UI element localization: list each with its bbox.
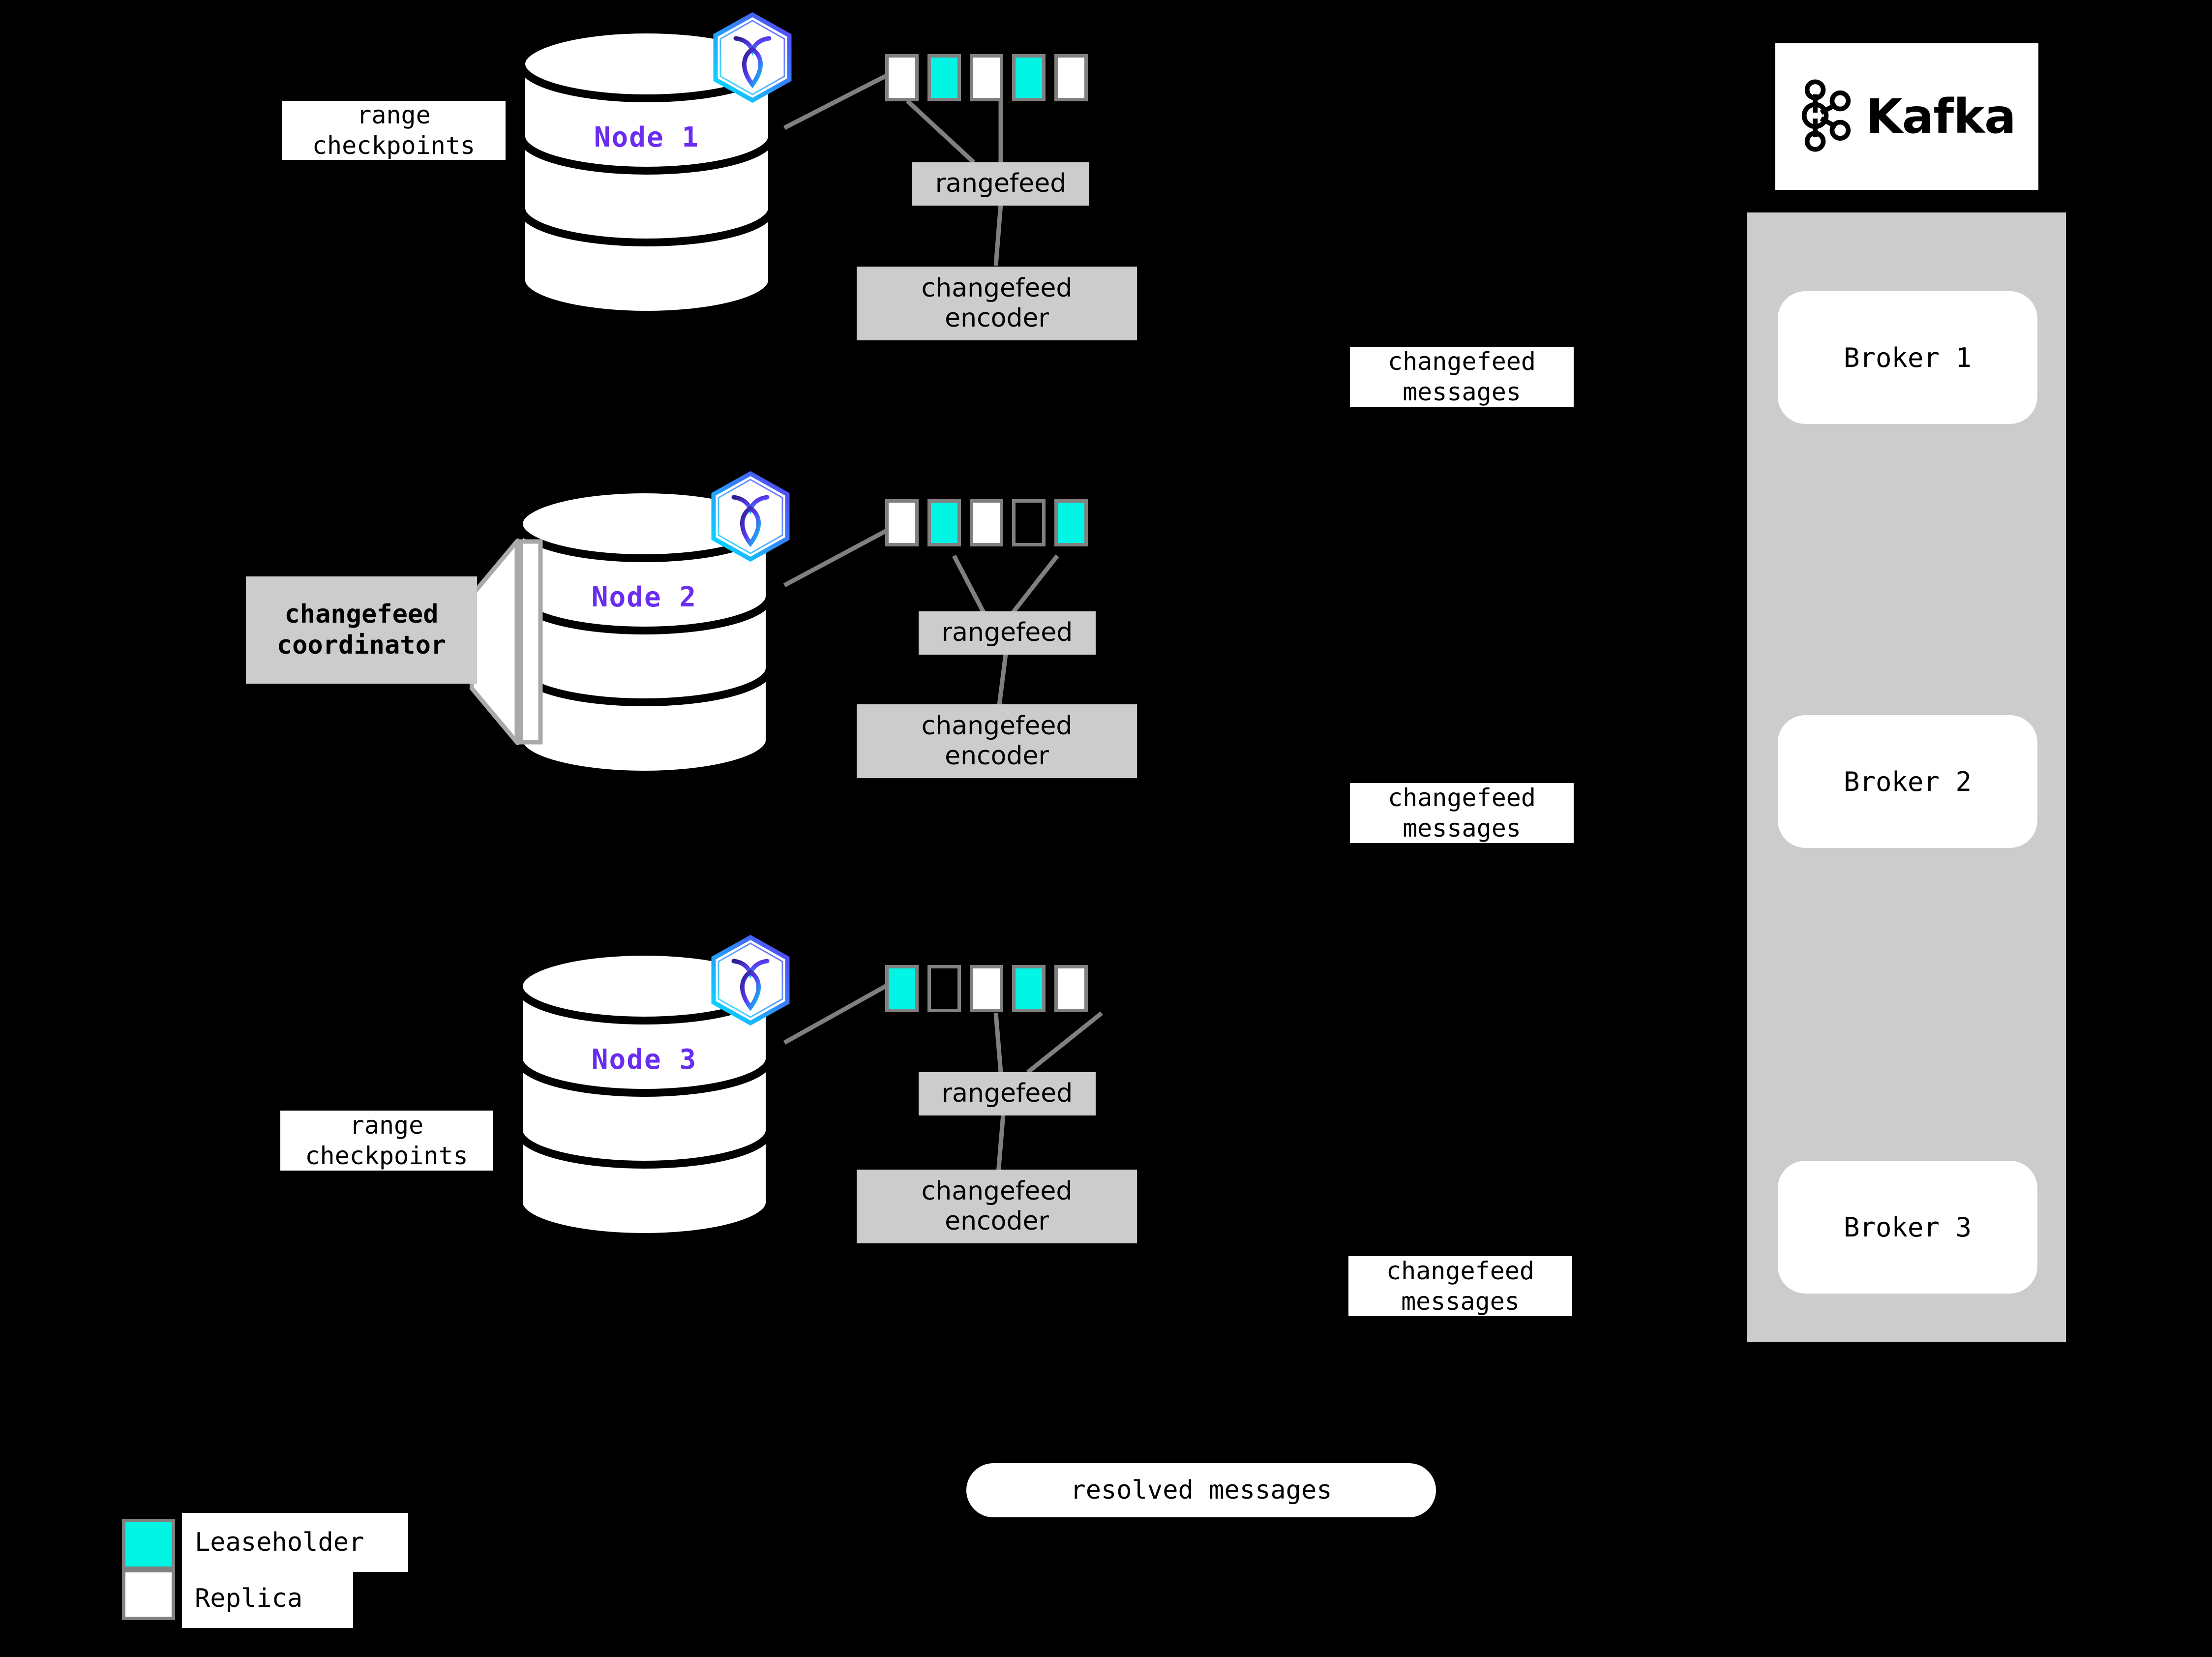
range-box-replica[interactable] [885,499,919,546]
range-box-leaseholder[interactable] [1012,54,1046,101]
cockroachdb-hexagon-icon [706,934,795,1027]
range-box-replica[interactable] [1054,54,1088,101]
kafka-logo-card: Kafka [1775,43,2038,190]
node-2-changefeed-encoder-box[interactable]: changefeed encoder [857,704,1137,778]
broker-1[interactable]: Broker 1 [1778,291,2037,424]
range-box-empty[interactable] [1012,499,1046,546]
changefeed-coordinator-box[interactable]: changefeed coordinator [246,576,477,684]
range-box-replica[interactable] [970,965,1003,1012]
legend-label-leaseholder: Leaseholder [182,1513,408,1572]
changefeed-messages-label-1: changefeed messages [1350,347,1574,407]
node-3-range-checkpoints-label: range checkpoints [280,1111,493,1171]
changefeed-messages-label-2: changefeed messages [1350,783,1574,843]
cockroachdb-hexagon-icon [706,470,795,563]
legend-label-replica: Replica [182,1569,353,1628]
node-1-range-row [885,54,1088,101]
range-box-leaseholder[interactable] [927,499,961,546]
range-box-replica[interactable] [970,499,1003,546]
node-3-range-row [885,965,1088,1012]
resolved-messages-pill: resolved messages [966,1463,1436,1517]
node-2-rangefeed-box[interactable]: rangefeed [919,611,1096,655]
legend-swatch-replica [122,1569,175,1620]
range-box-leaseholder[interactable] [1054,499,1088,546]
kafka-wordmark: Kafka [1866,89,2016,144]
range-box-replica[interactable] [885,54,919,101]
node-1-changefeed-encoder-box[interactable]: changefeed encoder [857,267,1137,340]
range-box-leaseholder[interactable] [885,965,919,1012]
range-box-replica[interactable] [1054,965,1088,1012]
broker-3[interactable]: Broker 3 [1778,1161,2037,1294]
cockroachdb-hexagon-icon [708,11,797,104]
range-box-empty[interactable] [927,965,961,1012]
node-3-changefeed-encoder-box[interactable]: changefeed encoder [857,1170,1137,1243]
kafka-node-graph-icon [1798,79,1853,154]
node-3-rangefeed-box[interactable]: rangefeed [919,1072,1096,1115]
kafka-broker-panel: Broker 1 Broker 2 Broker 3 [1747,212,2066,1342]
node-1-rangefeed-box[interactable]: rangefeed [912,162,1089,206]
changefeed-messages-label-3: changefeed messages [1348,1256,1572,1316]
node-2-range-row [885,499,1088,546]
changefeed-coordinator-pointer [469,535,543,749]
range-box-leaseholder[interactable] [1012,965,1046,1012]
node-3-cylinder: Node 3 [514,949,775,1239]
range-box-replica[interactable] [970,54,1003,101]
legend-swatch-leaseholder [122,1519,175,1570]
broker-2[interactable]: Broker 2 [1778,715,2037,848]
node-1-range-checkpoints-label: range checkpoints [282,101,506,160]
range-box-leaseholder[interactable] [927,54,961,101]
